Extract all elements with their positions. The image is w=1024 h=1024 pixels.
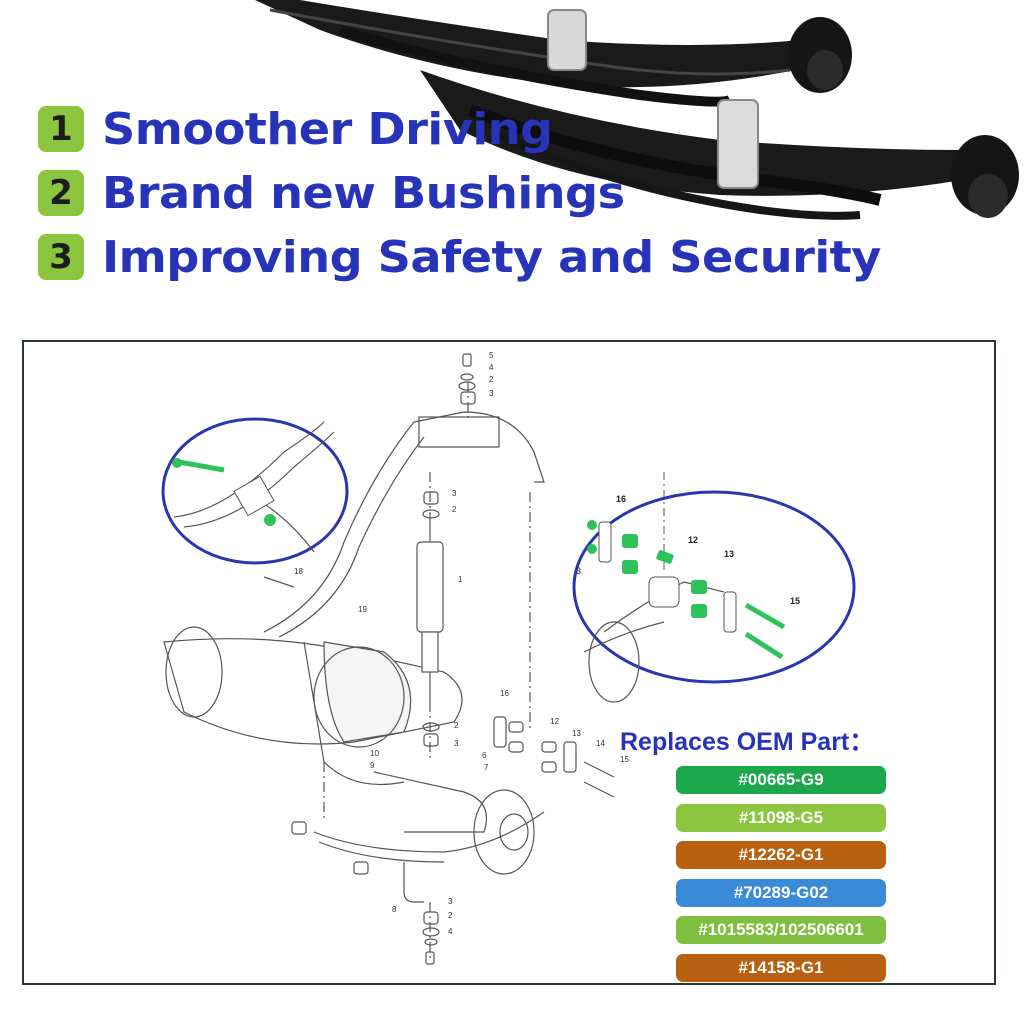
callout-label: 19 bbox=[358, 605, 367, 614]
feature-item: 1 Smoother Driving bbox=[38, 98, 844, 160]
callout-label: 16 bbox=[616, 494, 626, 504]
feature-text: Improving Safety and Security bbox=[102, 231, 881, 283]
callout-label: 7 bbox=[484, 763, 489, 772]
feature-item: 3 Improving Safety and Security bbox=[38, 226, 881, 288]
parts-diagram-frame: 5 4 2 3 3 2 1 18 19 16 12 13 14 15 6 7 1… bbox=[22, 340, 996, 985]
oem-part-badge: #70289-G02 bbox=[676, 878, 886, 907]
callout-label: 13 bbox=[724, 549, 734, 559]
callout-label: 12 bbox=[688, 535, 698, 545]
callout-label: 18 bbox=[294, 567, 303, 576]
feature-list: 1 Smoother Driving 2 Brand new Bushings … bbox=[38, 98, 881, 290]
callout-label: 8 bbox=[392, 905, 397, 914]
oem-part-badge: #1015583/102506601 bbox=[676, 916, 886, 945]
callout-label: 3 bbox=[452, 489, 457, 498]
callout-label: 3 bbox=[454, 739, 459, 748]
number-badge: 2 bbox=[38, 170, 84, 216]
callout-label: 3 bbox=[489, 389, 494, 398]
callout-label: 15 bbox=[790, 596, 800, 606]
callout-label: 2 bbox=[489, 375, 494, 384]
leaf-spring-image bbox=[255, 0, 1019, 220]
zoom-detail-right: 16 12 13 15 3 bbox=[572, 472, 856, 703]
oem-title: Replaces OEM Part： bbox=[620, 728, 875, 756]
feature-text: Smoother Driving bbox=[102, 103, 553, 155]
feature-text: Brand new Bushings bbox=[102, 167, 625, 219]
callout-label: 3 bbox=[448, 897, 453, 906]
zoom-detail-left bbox=[161, 417, 349, 565]
edge-label: 3 bbox=[576, 566, 581, 576]
callout-label: 4 bbox=[448, 927, 453, 936]
callout-label: 15 bbox=[620, 755, 629, 764]
callout-label: 1 bbox=[458, 575, 463, 584]
oem-part-badge: #00665-G9 bbox=[676, 766, 886, 794]
callout-label: 6 bbox=[482, 751, 487, 760]
callout-label: 14 bbox=[596, 739, 605, 748]
feature-item: 2 Brand new Bushings bbox=[38, 162, 844, 224]
callout-label: 4 bbox=[489, 363, 494, 372]
callout-label: 10 bbox=[370, 749, 379, 758]
oem-part-badge: #12262-G1 bbox=[676, 841, 886, 870]
oem-part-list: #00665-G9 #11098-G5 #12262-G1 #70289-G02… bbox=[676, 766, 886, 992]
callout-label: 2 bbox=[452, 505, 457, 514]
callout-label: 2 bbox=[448, 911, 453, 920]
number-badge: 1 bbox=[38, 106, 84, 152]
oem-part-badge: #11098-G5 bbox=[676, 803, 886, 832]
oem-part-badge: #14158-G1 bbox=[676, 953, 886, 982]
callout-label: 16 bbox=[500, 689, 509, 698]
suspension-diagram: 5 4 2 3 3 2 1 18 19 16 12 13 14 15 6 7 1… bbox=[161, 351, 856, 965]
callout-label: 9 bbox=[370, 761, 375, 770]
callout-label: 12 bbox=[550, 717, 559, 726]
callout-label: 13 bbox=[572, 729, 581, 738]
callout-label: 2 bbox=[454, 721, 459, 730]
callout-label: 5 bbox=[489, 351, 494, 360]
number-badge: 3 bbox=[38, 234, 84, 280]
